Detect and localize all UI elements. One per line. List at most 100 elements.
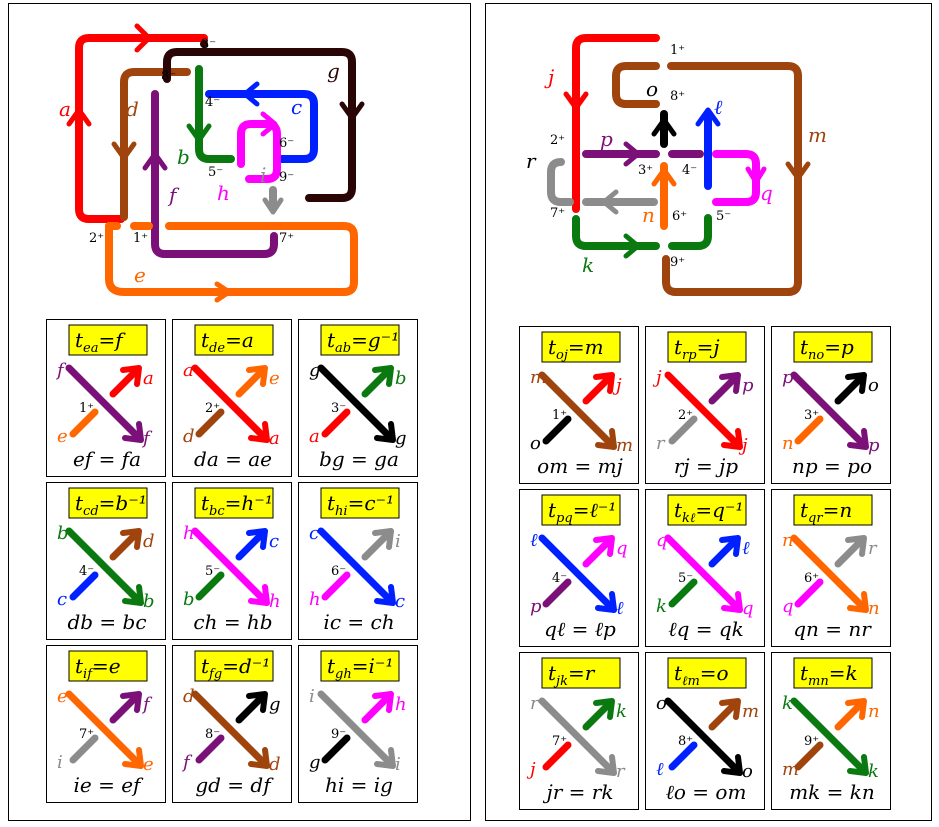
arrowhead-l xyxy=(695,107,721,127)
crossing-3p: 3⁺ xyxy=(638,163,653,178)
relation-title: tℓm=o xyxy=(674,661,729,689)
strand-label: d xyxy=(183,686,195,707)
arrowhead-j xyxy=(563,91,589,111)
crossing-number: 8⁻ xyxy=(205,727,220,742)
crossing-2: 2⁺ xyxy=(89,231,104,246)
arrowhead-g xyxy=(339,101,365,121)
strand-label: d xyxy=(183,426,195,447)
crossing-number: 8⁺ xyxy=(678,734,693,749)
arc-j xyxy=(572,34,660,213)
strand-label: i xyxy=(57,752,63,773)
relation-title: tno=p xyxy=(800,335,854,363)
left-knot-diagram: a d g c b f h i e 3⁻ 8⁻ 4⁻ 6⁻ 5⁻ 9⁻ 2⁺ 1… xyxy=(59,23,365,303)
relation-title: tde=a xyxy=(201,328,254,356)
strand-label: j xyxy=(526,759,536,780)
strand-label: a xyxy=(183,360,194,381)
strand-label: f xyxy=(141,694,153,715)
label-f: f xyxy=(167,183,180,207)
crossing-number: 1⁺ xyxy=(552,408,567,423)
strand-label: g xyxy=(395,428,407,449)
strand-label: g xyxy=(309,752,321,773)
crossing-7p: 7⁺ xyxy=(550,206,565,221)
relation-title: tfg=d⁻¹ xyxy=(201,654,270,682)
relation-equation: gd = df xyxy=(195,773,274,797)
relation-equation: qℓ = ℓp xyxy=(544,617,616,641)
arc-d xyxy=(120,68,191,221)
strand-label: p xyxy=(742,375,754,396)
crossing-number: 9⁻ xyxy=(331,727,346,742)
right-knot-diagram: j o ℓ m p r q n k 1⁺ 8⁺ 2⁺ 3⁺ 4⁻ 7⁺ 6⁺ 5… xyxy=(526,34,827,296)
arrowhead-h xyxy=(260,111,278,137)
label-a: a xyxy=(59,97,71,121)
crossing-number: 5⁻ xyxy=(205,564,220,579)
arc-k xyxy=(572,214,712,250)
crossing-number: 1⁺ xyxy=(79,401,94,416)
relation-title: toj=m xyxy=(548,335,604,363)
arc-m xyxy=(612,62,802,296)
strand-label: e xyxy=(57,426,68,447)
strand-label: i xyxy=(309,686,315,707)
arrowhead-a xyxy=(134,23,152,53)
strand-label: r xyxy=(530,693,540,714)
arc-r xyxy=(547,158,658,206)
arc-q xyxy=(712,150,760,206)
label-i: i xyxy=(260,163,266,187)
strand-label: o xyxy=(530,433,541,454)
strand-label: f xyxy=(55,360,67,381)
strand-label: q xyxy=(656,530,668,551)
strand-label: d xyxy=(269,754,281,775)
relation-equation: om = mj xyxy=(537,454,623,478)
strand-label: h xyxy=(309,589,321,610)
crossing-3: 3⁻ xyxy=(201,37,216,52)
strand-label: n xyxy=(782,530,794,551)
strand-label: n xyxy=(868,701,880,722)
strand-label: b xyxy=(395,368,407,389)
strand-label: o xyxy=(868,375,879,396)
crossing-7: 7⁺ xyxy=(279,231,294,246)
strand-label: p xyxy=(530,596,542,617)
strand-label: h xyxy=(183,523,195,544)
relation-title: tpq=ℓ⁻¹ xyxy=(548,498,616,526)
relation-equation: ℓo = om xyxy=(666,780,747,804)
crossing-number: 4⁻ xyxy=(79,564,94,579)
arrowhead-k xyxy=(623,233,641,259)
relation-title: thi=c⁻¹ xyxy=(327,491,394,519)
relation-title: tjk=r xyxy=(548,661,596,689)
strand-label: j xyxy=(738,435,748,456)
strand-label: i xyxy=(395,531,401,552)
arc-e xyxy=(105,222,358,296)
crossing-8: 8⁻ xyxy=(161,69,176,84)
strand-label: a xyxy=(309,426,320,447)
strand-label: o xyxy=(742,761,753,782)
crossing-number: 5⁻ xyxy=(678,571,693,586)
label-j: j xyxy=(544,65,554,89)
label-r: r xyxy=(526,149,537,173)
strand-label: a xyxy=(269,428,280,449)
label-e: e xyxy=(134,263,146,287)
strand-label: j xyxy=(612,375,622,396)
crossing-number: 3⁻ xyxy=(331,401,346,416)
relation-equation: bg = ga xyxy=(319,447,399,471)
arrowhead-r xyxy=(601,189,619,215)
arrowhead-i xyxy=(262,197,284,215)
relation-title: tif=e xyxy=(75,654,121,682)
relation-equation: np = po xyxy=(792,454,872,478)
crossing-5: 5⁻ xyxy=(208,165,223,180)
